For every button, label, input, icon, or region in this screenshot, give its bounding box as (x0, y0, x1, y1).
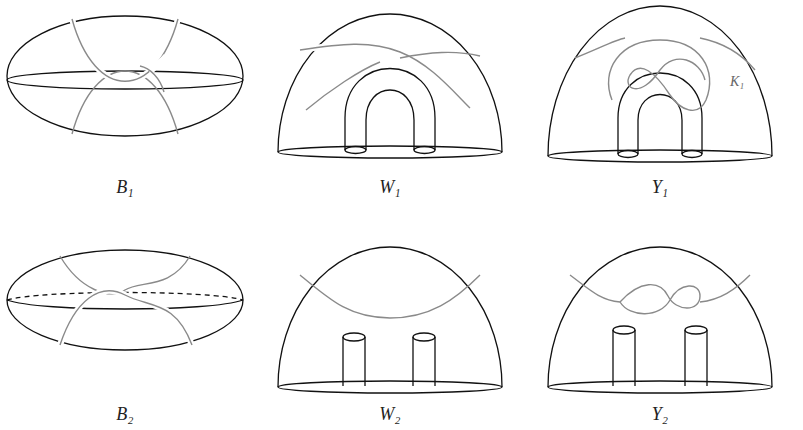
dome-base (278, 381, 502, 393)
ball-outline (7, 16, 243, 136)
tangle-strand (575, 38, 625, 58)
knot-strand (609, 40, 710, 110)
ball-outline (7, 250, 243, 350)
tube-inner (366, 90, 414, 150)
tangle-strand (700, 275, 750, 302)
tube-top (413, 333, 435, 341)
tube-end (414, 147, 435, 154)
strand-gap (72, 19, 178, 81)
figure-label: W₁ (379, 177, 400, 198)
strand-gap (150, 56, 166, 72)
tangle-strand (60, 291, 192, 345)
dome-outline (278, 14, 502, 152)
figure-label: Y₂ (652, 404, 668, 425)
tube-outer (345, 69, 435, 151)
figure-label: Y₁ (652, 177, 668, 198)
figure-label: W₂ (379, 404, 400, 425)
dome-outline (548, 247, 772, 387)
dome-base (548, 381, 772, 393)
tube-end (682, 151, 702, 158)
figure-label: B₁ (116, 177, 133, 198)
tangle-strand (700, 38, 755, 70)
tube-end (618, 151, 638, 158)
tube-outer (618, 73, 702, 154)
tube (613, 330, 635, 386)
knot-strand (620, 285, 700, 314)
strand-gap (300, 44, 470, 108)
tube (413, 337, 435, 386)
figure-label: B₂ (116, 404, 133, 425)
tangle-strand (140, 66, 164, 92)
tangle-strand (400, 52, 480, 58)
tube (343, 337, 365, 386)
tube-top (613, 326, 635, 334)
tangle-strand (306, 62, 380, 110)
dome-outline (548, 6, 772, 156)
tangle-strand (570, 275, 620, 302)
dome-outline (278, 247, 502, 387)
tangle-strand (72, 19, 178, 81)
tube-top (343, 333, 365, 341)
strand-gap (60, 291, 192, 345)
dome-base (548, 150, 772, 162)
tube-end (345, 147, 366, 154)
tangle-strand (300, 44, 470, 108)
tube-top (685, 326, 707, 334)
dome-base (278, 146, 502, 158)
tangle-strand (300, 275, 480, 318)
tube-inner (638, 95, 682, 155)
knot-label: K₁ (729, 74, 745, 90)
equator (7, 300, 243, 309)
tube (685, 330, 707, 386)
tangle-strand (60, 256, 190, 294)
